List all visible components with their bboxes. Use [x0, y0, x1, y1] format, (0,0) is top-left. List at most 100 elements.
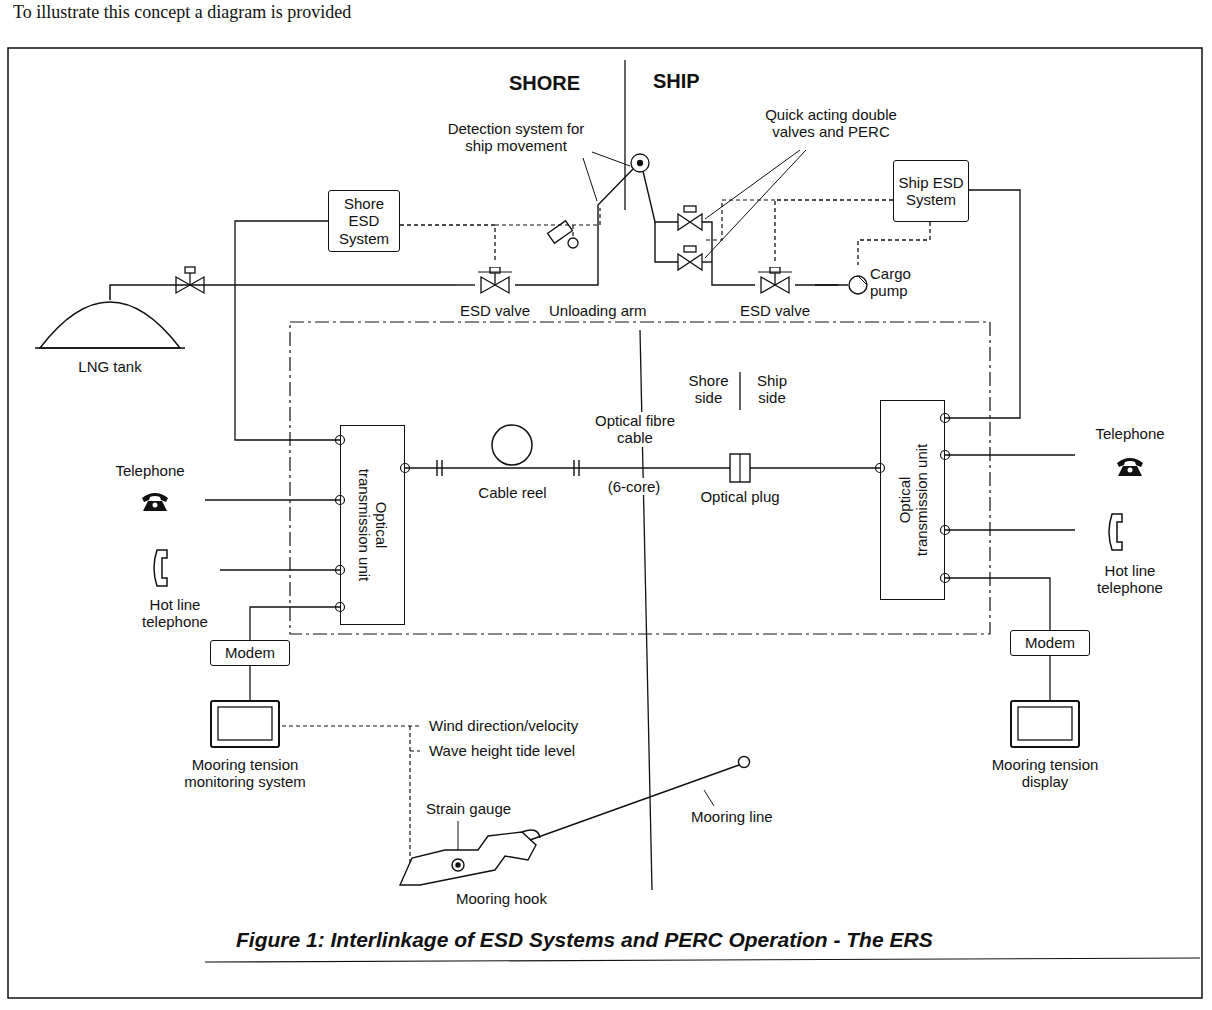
phone-icon: [153, 503, 158, 508]
hot-line-telephone: Hot line telephone: [1075, 512, 1185, 602]
hotline-icon: [1105, 512, 1131, 552]
valve-symbol: [678, 254, 702, 270]
part-label: Mooring hook: [455, 890, 548, 907]
connector-line: [235, 221, 340, 440]
valve-icon: [755, 267, 795, 297]
leader-line: [583, 158, 597, 201]
pipework: [643, 171, 678, 222]
connector-line: [945, 529, 1075, 530]
monitor-icon: [1010, 700, 1080, 748]
pump-icon: [848, 275, 868, 299]
node-text: Optical plug: [690, 488, 790, 505]
connector-line: [560, 467, 690, 468]
phone-icon: [140, 490, 170, 516]
plug-icon: [730, 454, 750, 482]
node-text: ESD valve: [455, 302, 535, 319]
pipework: [702, 222, 755, 285]
mooring-line: [530, 757, 750, 841]
callout-label: Quick acting double valves and PERC: [745, 106, 917, 141]
connector-line: [405, 467, 465, 468]
reel-icon: [492, 425, 532, 465]
hotline-icon: [150, 548, 176, 592]
telephone: Telephone: [95, 462, 205, 520]
node-text: Mooring tension monitoring system: [165, 756, 325, 791]
node-text: ESD valve: [735, 302, 815, 319]
node-text: Mooring tension display: [970, 756, 1120, 791]
fibre-cable: [465, 467, 560, 468]
phone-icon: [1128, 468, 1133, 473]
phone-icon: [143, 501, 167, 511]
mooring-hook: [456, 863, 460, 867]
cable-label: Optical fibre cable: [588, 412, 682, 447]
heading-text: To illustrate this concept a diagram is …: [12, 2, 352, 23]
signal-line: [775, 200, 893, 262]
cable-label: (6-core): [598, 478, 670, 495]
connector-line: [250, 607, 340, 640]
pipework: [455, 284, 475, 285]
part-label: Strain gauge: [425, 800, 512, 817]
valve-symbol: [185, 267, 195, 273]
pump-icon: [858, 276, 867, 285]
hotline-icon: [154, 550, 167, 586]
leader-line: [705, 150, 800, 219]
valve-icon: [761, 277, 789, 293]
frame: [205, 958, 1200, 962]
node-text: LNG tank: [35, 358, 185, 375]
frame: [8, 48, 1202, 998]
cargo-pump: Cargo pump: [838, 265, 933, 310]
mooring-hook: [400, 832, 536, 885]
signal-dashed-line: [282, 725, 420, 726]
pump-icon: [849, 276, 867, 294]
connector-line: [205, 499, 340, 500]
part-label: Unloading arm: [548, 302, 648, 319]
tank-icon: [35, 347, 185, 349]
pipework: [795, 284, 848, 285]
part-label: Mooring line: [690, 808, 774, 825]
node-text: Cargo pump: [870, 265, 930, 300]
sensor-label: Wind direction/velocity: [428, 717, 579, 734]
node-text: Cable reel: [465, 484, 560, 501]
node-text: Telephone: [1075, 425, 1185, 442]
divider-line: [625, 60, 740, 890]
node-text: Ship ESD System: [898, 174, 964, 209]
esd-system-box: Ship ESD System: [893, 160, 969, 222]
monitor-icon: [210, 700, 280, 752]
pipework: [655, 222, 678, 262]
lng-tank: LNG tank: [35, 300, 185, 380]
reel-icon: [490, 423, 534, 467]
valve-symbol: [176, 206, 702, 293]
ship-movement-sensor: [631, 154, 649, 172]
node-text: Optical transmission unit: [895, 435, 930, 565]
side-label: Shore side: [680, 372, 737, 407]
mooring-hook: [400, 830, 540, 885]
valve-symbol: [189, 273, 190, 285]
plug-icon: [729, 453, 751, 483]
signal-dashed-line: [572, 225, 573, 238]
monitor-icon: [218, 707, 272, 740]
monitor-icon: [210, 700, 280, 748]
monitor-icon: [1010, 700, 1080, 752]
divider-line: [624, 60, 625, 210]
connector-line: [945, 578, 1050, 630]
valve-icon: [758, 272, 792, 273]
optical-transmission-unit: Optical transmission unit: [880, 400, 945, 600]
telephone: Telephone: [1075, 425, 1185, 485]
connector-line: [220, 569, 340, 570]
connector-line: [110, 285, 455, 300]
signal-dashed-line: [282, 200, 775, 865]
valve-icon: [494, 273, 495, 285]
tank-icon: [40, 302, 180, 348]
valve-symbol: [678, 214, 702, 230]
monitoring-system: Mooring tension monitoring system: [165, 700, 325, 795]
connector-line: [249, 666, 250, 700]
phone-icon: [1117, 458, 1143, 467]
signal-dashed-line: [495, 208, 600, 225]
node-text: Shore ESD System: [333, 195, 395, 247]
phone-icon: [1115, 455, 1145, 481]
tank-icon: [35, 300, 185, 354]
leader-line: [592, 152, 630, 166]
divider-line: [739, 372, 740, 410]
phone-icon: [1115, 455, 1145, 477]
modem-box: Modem: [210, 640, 290, 666]
